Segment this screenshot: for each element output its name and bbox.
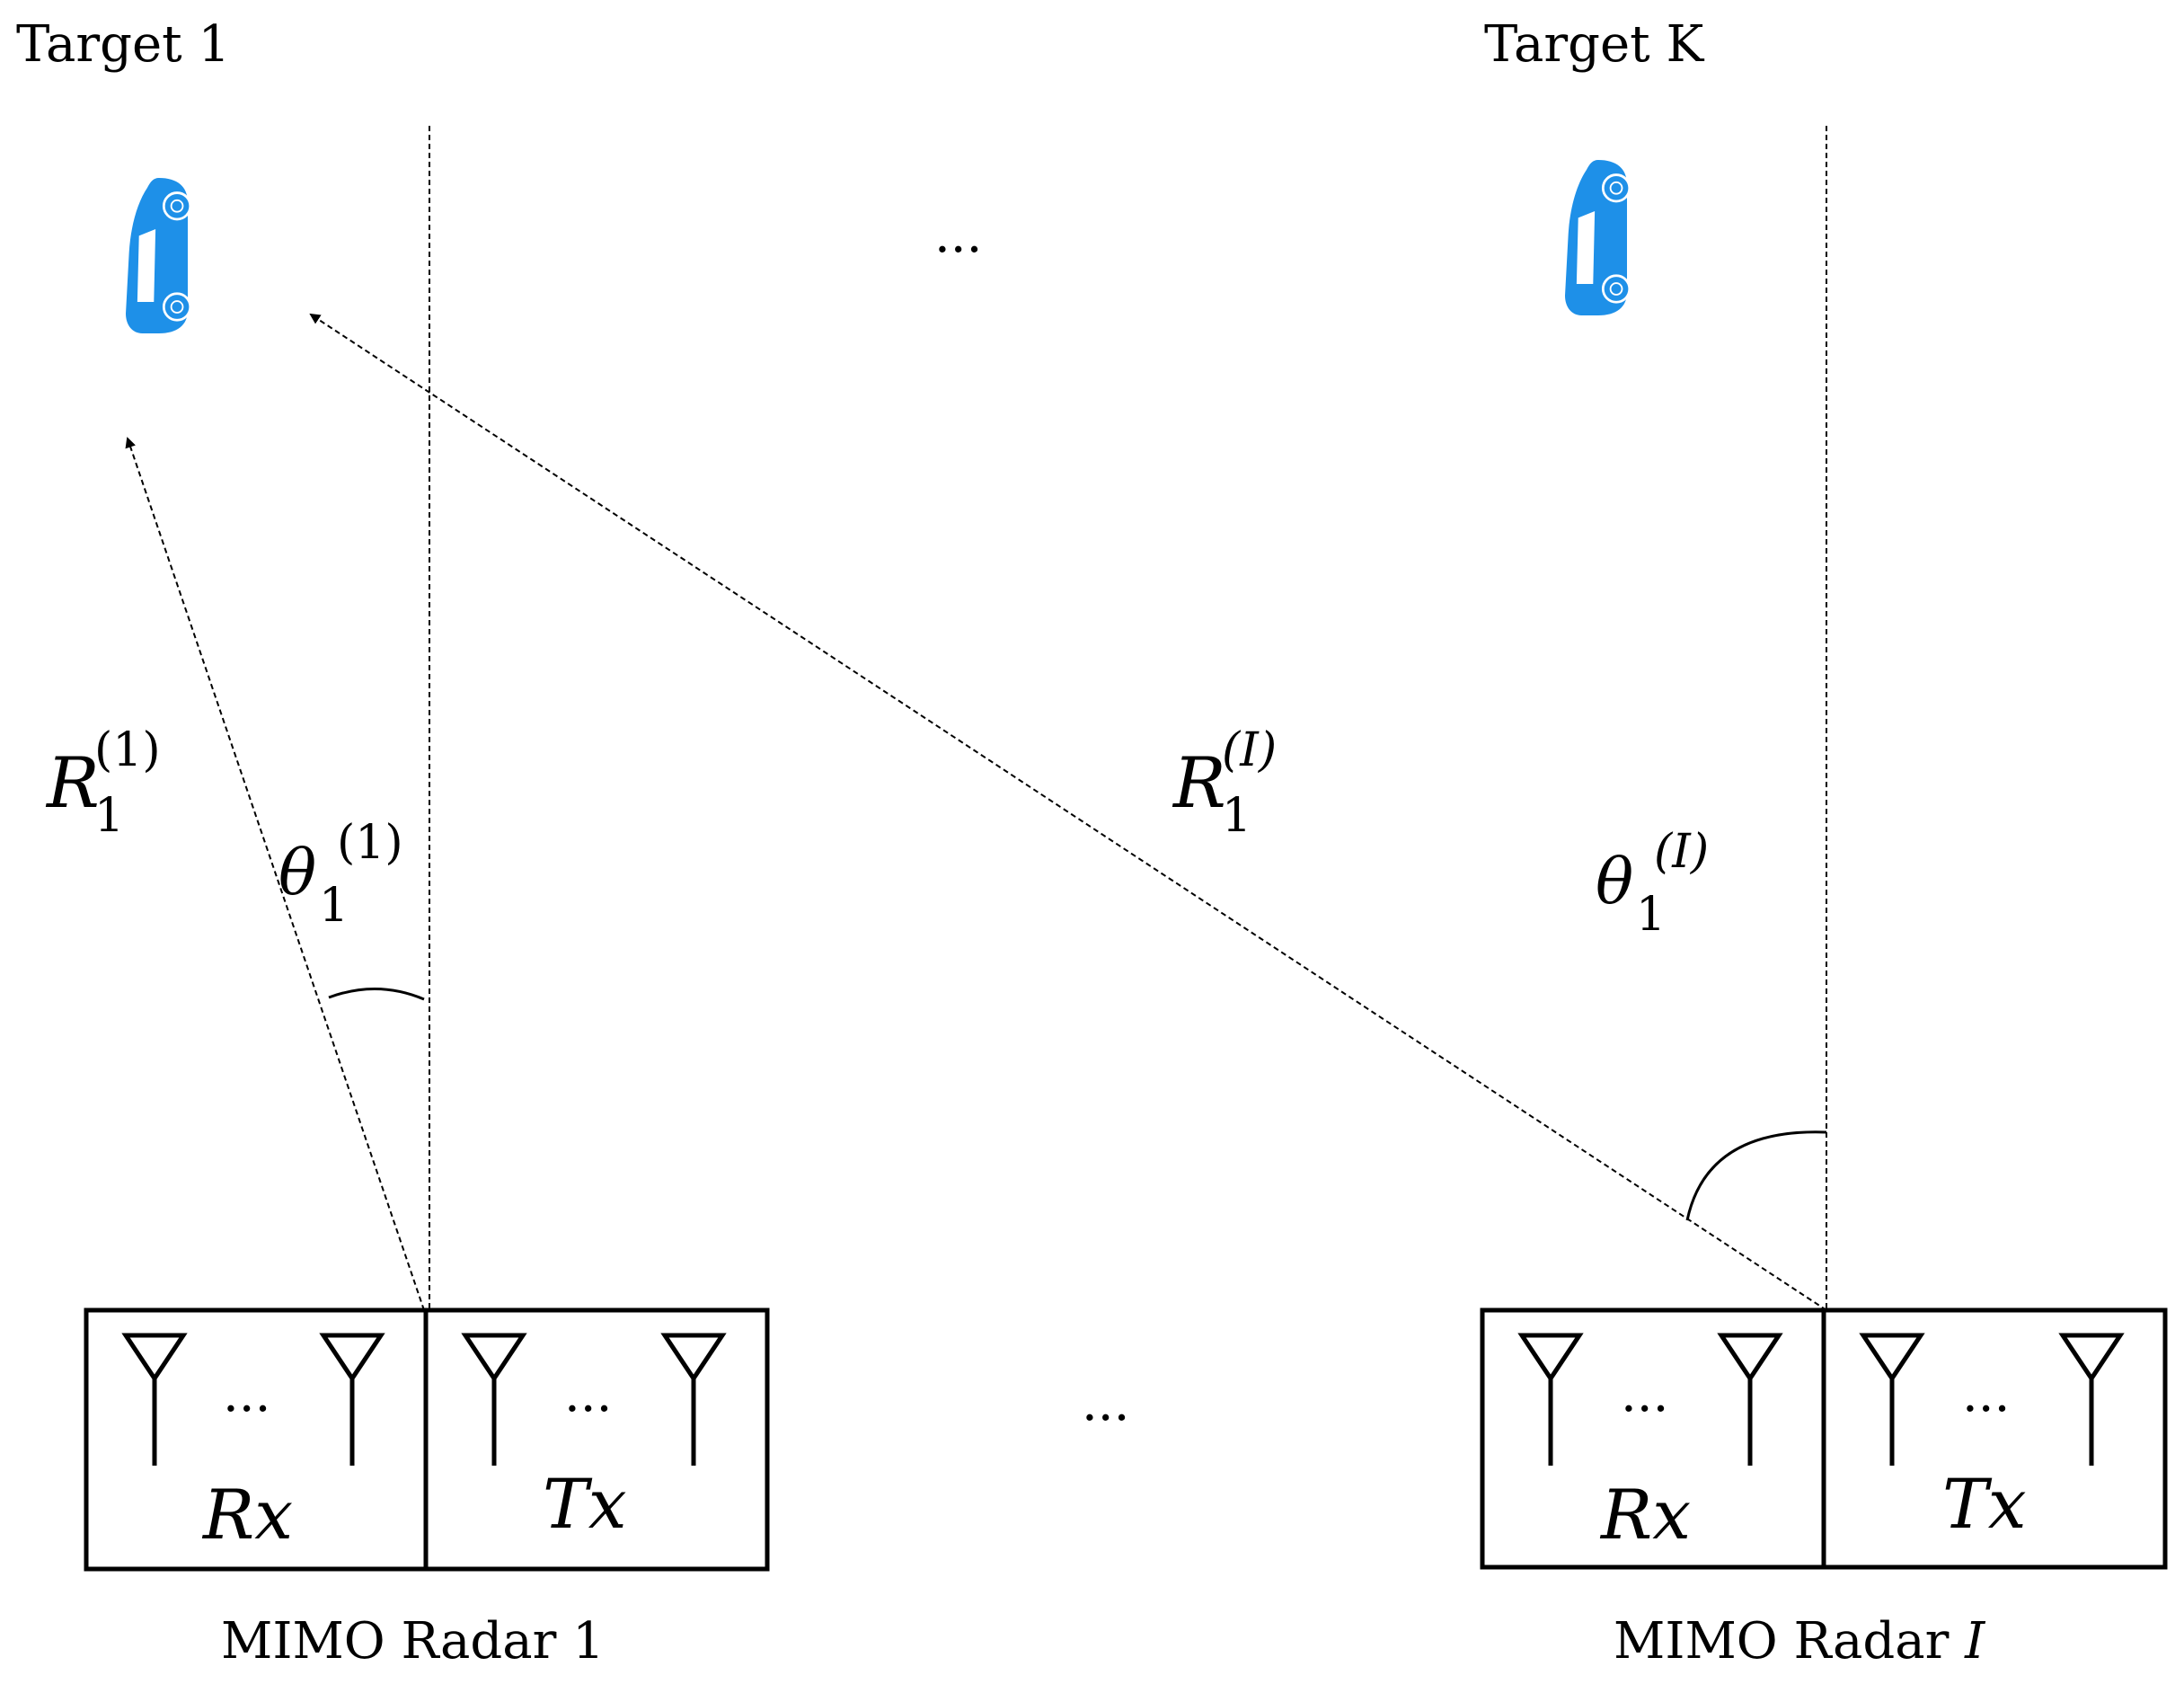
svg-text:1: 1: [319, 879, 349, 933]
svg-text:θ: θ: [279, 836, 316, 909]
radar-1-tx-label: Tx: [543, 1464, 627, 1544]
range-arrow-radar-i: [309, 313, 1827, 1311]
radars-ellipsis: ...: [1082, 1374, 1129, 1432]
range-arrow-radar-1: [125, 437, 425, 1311]
range-label-radar-i: R 1 (I): [1172, 723, 1277, 843]
svg-text:1: 1: [1636, 888, 1666, 942]
svg-text:1: 1: [94, 789, 124, 843]
target-k-label: Target K: [1484, 15, 1704, 74]
radar-i-tx-box: [1821, 1307, 2168, 1570]
antenna-icon: [1522, 1335, 1579, 1466]
antenna-icon: [323, 1335, 381, 1466]
svg-text:R: R: [1172, 743, 1226, 824]
radar-1-tx-ellipsis: ...: [564, 1365, 612, 1423]
radar-i-rx-ellipsis: ...: [1621, 1365, 1668, 1423]
svg-text:(1): (1): [94, 723, 161, 777]
radar-1-tx-box: [423, 1307, 770, 1572]
range-label-radar-1: R 1 (1): [45, 723, 161, 843]
car-icon-target-1: [124, 176, 192, 335]
radar-i: ... ... Rx Tx: [1480, 1307, 2168, 1570]
radar-1-rx-ellipsis: ...: [223, 1365, 270, 1423]
angle-label-radar-i: θ 1 (I): [1596, 825, 1709, 942]
antenna-icon: [2063, 1335, 2120, 1466]
svg-text:θ: θ: [1596, 845, 1633, 918]
svg-text:R: R: [45, 743, 100, 824]
svg-text:(I): (I): [1654, 825, 1709, 879]
svg-text:(1): (1): [337, 816, 403, 870]
antenna-icon: [126, 1335, 183, 1466]
car-icon-target-k: [1563, 158, 1631, 317]
radar-i-tx-label: Tx: [1942, 1464, 2027, 1544]
angle-arc-radar-i: [1685, 1130, 1827, 1221]
antenna-icon: [1721, 1335, 1779, 1466]
antenna-icon: [1863, 1335, 1921, 1466]
target-1-label: Target 1: [16, 15, 230, 74]
antenna-icon: [665, 1335, 722, 1466]
angle-label-radar-1: θ 1 (1): [279, 816, 403, 933]
radar-i-tx-ellipsis: ...: [1962, 1365, 2010, 1423]
svg-text:(I): (I): [1222, 723, 1277, 777]
targets-ellipsis: ...: [934, 206, 982, 264]
radar-1-rx-label: Rx: [201, 1475, 293, 1555]
antenna-icon: [465, 1335, 523, 1466]
angle-arc-radar-1: [328, 987, 425, 1001]
radar-1-name: MIMO Radar 1: [221, 1612, 605, 1671]
radar-i-rx-label: Rx: [1599, 1475, 1691, 1555]
svg-text:1: 1: [1222, 789, 1251, 843]
radar-1: ... ... Rx Tx: [84, 1307, 770, 1572]
radar-i-name: MIMO Radar I: [1614, 1612, 1986, 1671]
